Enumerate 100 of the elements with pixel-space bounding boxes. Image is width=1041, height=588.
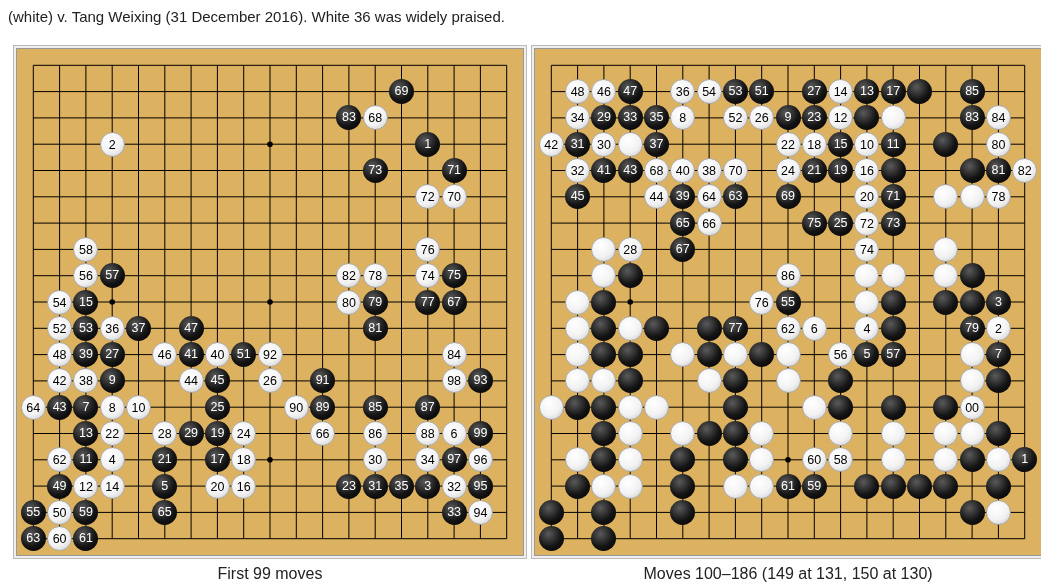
go-stone: 99 (467, 421, 493, 446)
go-stone: 4 (854, 315, 880, 341)
go-stone (880, 447, 906, 473)
go-stone (959, 342, 985, 368)
go-stone: 10 (854, 131, 880, 157)
go-stone: 78 (362, 263, 388, 289)
go-stone: 51 (231, 342, 257, 368)
go-stone: 56 (828, 342, 854, 368)
title: (white) v. Tang Weixing (31 December 2016). White 36 was widely praised. (8, 8, 505, 25)
go-stone: 67 (441, 289, 467, 315)
go-stone (854, 263, 880, 289)
go-stone: 64 (20, 394, 46, 420)
go-stone: 92 (257, 342, 283, 368)
go-stone (722, 342, 748, 368)
go-stone: 54 (47, 289, 73, 315)
go-stone: 62 (47, 447, 73, 473)
go-stone: 22 (775, 131, 801, 157)
go-stone: 30 (362, 447, 388, 473)
go-stone (591, 263, 617, 289)
go-stone: 68 (644, 158, 669, 183)
go-stone: 70 (722, 158, 748, 183)
go-stone (670, 473, 696, 499)
go-stone: 45 (204, 368, 230, 394)
go-stone: 83 (336, 105, 362, 131)
go-stone (801, 394, 827, 420)
go-stone: 85 (362, 394, 388, 420)
go-stone: 60 (801, 447, 827, 473)
go-stone: 76 (415, 236, 441, 262)
go-stone: 41 (591, 158, 617, 183)
go-stone: 85 (959, 79, 985, 105)
go-stone (591, 473, 617, 499)
go-stone: 13 (854, 79, 880, 105)
go-stone (828, 368, 854, 394)
go-stone (565, 394, 591, 420)
go-stone: 54 (696, 79, 722, 105)
go-stone (591, 394, 617, 420)
go-stone: 36 (99, 315, 125, 341)
go-stone: 27 (801, 79, 827, 105)
go-stone: 28 (152, 421, 178, 446)
go-stone (538, 499, 564, 525)
go-stone: 76 (749, 289, 775, 315)
go-stone: 21 (152, 447, 178, 473)
go-stone: 18 (231, 447, 257, 473)
go-stone: 35 (644, 105, 669, 131)
go-stone: 56 (73, 263, 99, 289)
go-stone: 66 (310, 421, 336, 446)
go-stone: 17 (204, 447, 230, 473)
go-stone: 86 (775, 263, 801, 289)
go-stone: 65 (670, 210, 696, 236)
go-stone (591, 289, 617, 315)
go-stone: 84 (985, 105, 1011, 131)
go-stone (591, 236, 617, 262)
go-stone: 82 (1012, 158, 1038, 183)
go-stone (933, 394, 959, 420)
go-stone (854, 289, 880, 315)
go-stone: 52 (47, 315, 73, 341)
go-stone (644, 315, 669, 341)
go-stone (617, 368, 643, 394)
go-stone: 21 (801, 158, 827, 183)
go-stone (959, 263, 985, 289)
go-stone: 22 (99, 421, 125, 446)
go-stone: 80 (336, 289, 362, 315)
go-stone: 49 (47, 473, 73, 499)
go-stone (933, 131, 959, 157)
go-stone: 79 (959, 315, 985, 341)
go-stone: 64 (696, 184, 722, 210)
go-stone: 35 (389, 473, 414, 499)
go-stone (933, 473, 959, 499)
go-stone: 59 (73, 499, 99, 525)
go-stone: 71 (880, 184, 906, 210)
go-stone: 37 (126, 315, 151, 341)
go-stone: 67 (670, 236, 696, 262)
go-stone: 11 (880, 131, 906, 157)
go-stone (933, 289, 959, 315)
go-stone: 42 (538, 131, 564, 157)
go-stone (722, 368, 748, 394)
go-stone (880, 421, 906, 446)
go-stone: 4 (99, 447, 125, 473)
go-stone: 32 (441, 473, 467, 499)
go-stone: 66 (696, 210, 722, 236)
go-stone: 47 (178, 315, 204, 341)
go-stone: 30 (591, 131, 617, 157)
go-stone (775, 368, 801, 394)
go-stone: 29 (178, 421, 204, 446)
go-stone: 96 (467, 447, 493, 473)
go-stone (880, 473, 906, 499)
go-stone: 3 (415, 473, 441, 499)
go-stone (617, 421, 643, 446)
go-stone: 52 (722, 105, 748, 131)
go-stone: 31 (565, 131, 591, 157)
go-stone: 83 (959, 105, 985, 131)
go-stone: 74 (415, 263, 441, 289)
go-stone: 14 (828, 79, 854, 105)
go-stone: 60 (47, 526, 73, 552)
go-stone: 20 (204, 473, 230, 499)
go-stone (591, 342, 617, 368)
go-stone (933, 447, 959, 473)
go-stone (749, 342, 775, 368)
go-stone: 45 (565, 184, 591, 210)
go-stone (565, 342, 591, 368)
